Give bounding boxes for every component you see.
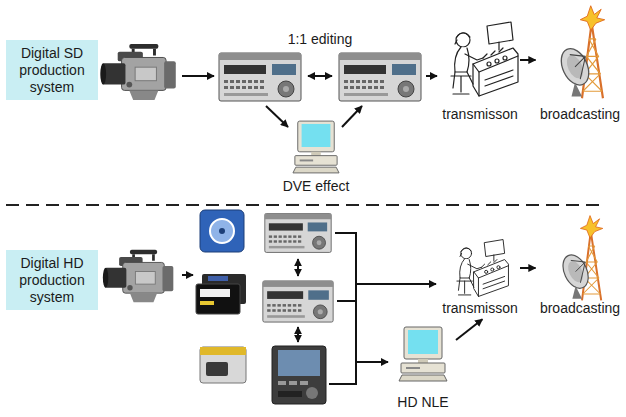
flow-arrow [342, 106, 362, 127]
arrow-connector [520, 267, 536, 269]
icon-caption: DVE effect [283, 178, 350, 196]
system-name: Digital HD production system [10, 255, 94, 305]
tape-media-icon [200, 289, 230, 297]
operator-sketch [457, 240, 509, 297]
icon-caption-node: broadcasting [538, 214, 623, 318]
annotation-label: 1:1 editing [288, 31, 353, 48]
icon-caption-node: broadcasting [538, 5, 623, 124]
system-label-box: Digital SD production system [6, 40, 98, 100]
portable-deck-icon [278, 381, 286, 385]
flow-arrow [297, 259, 299, 276]
camera-icon [103, 250, 173, 302]
tape-media-icon [196, 274, 246, 314]
vtr-deck-icon [219, 53, 301, 101]
vtr-deck-icon [265, 214, 331, 253]
system-name: Digital SD production system [10, 45, 94, 95]
flow-arrow [182, 274, 193, 276]
icon-caption: broadcasting [540, 106, 620, 124]
portable-deck-icon [306, 387, 318, 399]
portable-deck-icon [289, 381, 297, 385]
portable-deck-icon [272, 346, 326, 404]
flow-arrow [297, 327, 299, 342]
arrow-connector [520, 59, 536, 61]
system-label-box: Digital HD production system [6, 250, 98, 310]
arrow-connector [456, 319, 482, 340]
flow-arrow [182, 75, 214, 77]
portable-deck-icon [272, 346, 326, 404]
divider-line [6, 204, 602, 206]
broadcast-tower-icon [556, 6, 605, 99]
vtr-deck-icon [339, 53, 421, 101]
flow-arrow [182, 232, 436, 385]
card-media-icon [200, 347, 246, 355]
operator-sketch [451, 22, 518, 96]
vtr-deck-icon [263, 281, 333, 322]
camera-icon [100, 44, 175, 100]
disc-media-icon [200, 210, 244, 252]
flow-arrow [356, 361, 388, 363]
flow-arrow [308, 75, 332, 77]
icon-caption: transmisson [442, 106, 517, 124]
icon-caption: transmisson [442, 300, 517, 318]
flow-arrow [356, 283, 436, 285]
icon-caption: HD NLE [397, 394, 448, 412]
portable-deck-icon [278, 391, 302, 397]
computer-icon [293, 121, 339, 173]
icon-caption-node: transmisson [440, 18, 520, 124]
disc-media-icon [210, 219, 234, 243]
tape-media-icon [196, 284, 240, 314]
icon-caption-node: DVE effect [278, 118, 354, 196]
broadcast-tower-icon [558, 216, 603, 301]
icon-caption-node: HD NLE [390, 322, 456, 412]
tape-media-icon [208, 276, 228, 281]
label-holder: 1:1 editing [288, 31, 353, 48]
computer-icon [399, 327, 447, 381]
portable-deck-icon [300, 381, 308, 385]
disc-media-icon [219, 228, 225, 234]
card-media-icon [200, 347, 246, 383]
tape-media-icon [200, 301, 214, 305]
flow-arrow [266, 106, 288, 127]
portable-deck-icon [278, 350, 320, 376]
icon-caption-node: transmisson [440, 238, 520, 318]
flow-arrow [426, 75, 437, 77]
flow-arrow [182, 76, 437, 127]
icon-caption: broadcasting [540, 300, 620, 318]
card-media-icon [200, 347, 246, 383]
card-media-icon [206, 362, 228, 376]
disc-media-icon [200, 210, 244, 252]
flow-arrow [329, 232, 356, 385]
